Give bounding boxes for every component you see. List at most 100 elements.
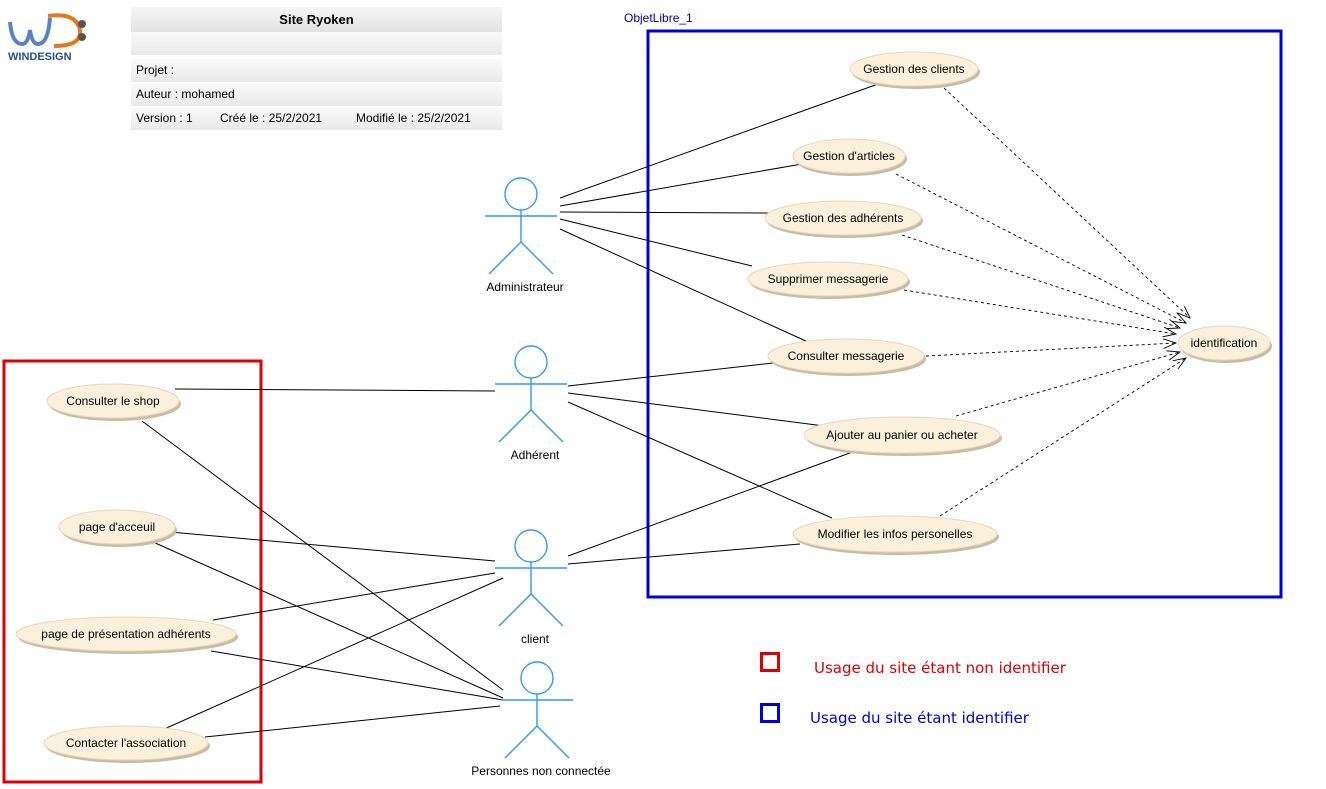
association-line-visitor-ucL1 xyxy=(141,420,504,691)
use-case-label: Ajouter au panier ou acheter xyxy=(826,428,977,442)
association-line-adherent-uc6 xyxy=(567,392,833,428)
association-line-client-ucL3 xyxy=(212,572,496,621)
actor-left-leg xyxy=(498,593,532,627)
use-case-label: identification xyxy=(1191,336,1258,350)
association-line-visitor-ucL2 xyxy=(152,541,504,699)
use-case-label: Gestion d'articles xyxy=(803,149,895,163)
use-case-ellipse xyxy=(58,509,176,545)
actor-visitor[interactable]: Personnes non connectée xyxy=(471,661,611,778)
use-case-uc6[interactable]: Ajouter au panier ou acheter xyxy=(803,416,1002,456)
use-case-ellipse xyxy=(849,51,979,87)
use-case-uc4[interactable]: Supprimer messagerie xyxy=(747,261,910,299)
use-case-label: Supprimer messagerie xyxy=(768,272,889,286)
version-row: Version : 1 Créé le : 25/2/2021 Modifié … xyxy=(131,107,502,130)
use-case-ellipse xyxy=(767,338,925,374)
include-arrow-uc2 xyxy=(895,173,1186,323)
include-arrow-uc7 xyxy=(939,358,1186,517)
legend-swatch-identified xyxy=(760,703,780,723)
use-case-ellipse xyxy=(792,515,998,553)
association-line-visitor-ucL3 xyxy=(210,650,504,701)
association-line-adherent-uc5 xyxy=(567,361,783,387)
windesign-logo-mark: WINDESIGN xyxy=(8,13,86,63)
use-case-ellipse xyxy=(15,616,237,652)
use-case-ellipse xyxy=(1177,325,1271,361)
actor-right-leg xyxy=(530,593,564,627)
actor-label: client xyxy=(521,632,550,646)
use-case-label: Modifier les infos personelles xyxy=(818,527,973,541)
actor-head xyxy=(514,529,548,563)
created-label: Créé le : 25/2/2021 xyxy=(220,111,323,125)
use-case-label: page de présentation adhérents xyxy=(41,627,210,641)
association-line-admin-uc4 xyxy=(559,218,753,267)
projet-label: Projet : xyxy=(136,63,175,77)
actor-left-leg xyxy=(504,725,538,759)
actor-left-leg xyxy=(498,409,532,443)
logo-text: WINDESIGN xyxy=(8,51,72,63)
association-line-client-uc6 xyxy=(567,449,859,557)
legend-swatch-unidentified xyxy=(760,652,780,672)
use-case-label: page d'acceuil xyxy=(79,520,155,534)
frame-title: ObjetLibre_1 xyxy=(624,11,693,25)
actor-client[interactable]: client xyxy=(495,529,567,646)
actor-label: Administrateur xyxy=(486,280,563,294)
windesign-logo: WINDESIGN xyxy=(4,4,88,64)
use-case-uc5[interactable]: Consulter messagerie xyxy=(767,338,926,376)
association-line-client-ucL2 xyxy=(169,531,496,562)
use-case-ucL2[interactable]: page d'acceuil xyxy=(58,509,177,547)
association-line-admin-uc5 xyxy=(559,228,809,343)
include-arrow-uc5 xyxy=(925,343,1176,357)
use-case-label: Consulter messagerie xyxy=(788,349,905,363)
association-line-adherent-ucL1 xyxy=(174,388,496,392)
use-case-uc7[interactable]: Modifier les infos personelles xyxy=(792,515,999,555)
actor-head xyxy=(520,661,554,695)
actor-label: Personnes non connectée xyxy=(471,764,611,778)
use-case-ucL3[interactable]: page de présentation adhérents xyxy=(15,616,238,654)
use-case-label: Gestion des adhérents xyxy=(783,211,904,225)
title-block: Site Ryoken Projet : Auteur : mohamed Ve… xyxy=(131,7,502,130)
use-case-uc3[interactable]: Gestion des adhérents xyxy=(764,200,923,238)
actor-left-leg xyxy=(488,241,522,275)
use-case-label: Consulter le shop xyxy=(66,394,160,408)
include-arrow-uc1 xyxy=(943,87,1190,318)
use-case-label: Contacter l'association xyxy=(66,736,186,750)
auteur-row: Auteur : mohamed xyxy=(131,83,502,106)
include-arrow-uc4 xyxy=(903,289,1176,334)
association-line-admin-uc3 xyxy=(559,211,769,214)
include-arrow-uc6 xyxy=(955,352,1180,417)
legend-label-identified: Usage du site étant identifier xyxy=(810,709,1029,727)
use-case-ellipse xyxy=(792,138,906,174)
use-case-label: Gestion des clients xyxy=(863,62,964,76)
actor-right-leg xyxy=(536,725,570,759)
association-line-client-ucL4 xyxy=(161,577,504,731)
unidentified-usage-frame xyxy=(2,359,263,784)
association-line-visitor-ucL4 xyxy=(204,705,501,738)
use-case-uc2[interactable]: Gestion d'articles xyxy=(792,138,907,176)
include-arrow-uc3 xyxy=(901,234,1180,328)
projet-row: Projet : xyxy=(131,59,502,82)
actor-head xyxy=(504,177,538,211)
use-case-ellipse xyxy=(43,725,209,761)
use-case-ellipse xyxy=(46,383,180,419)
use-case-ucL1[interactable]: Consulter le shop xyxy=(46,383,181,421)
blank-row xyxy=(131,32,502,55)
use-case-ellipse xyxy=(803,416,1001,454)
use-case-ucL4[interactable]: Contacter l'association xyxy=(43,725,210,763)
version-label: Version : 1 xyxy=(136,111,193,125)
legend-label-unidentified: Usage du site étant non identifier xyxy=(814,659,1066,677)
use-case-ellipse xyxy=(764,200,922,236)
use-case-ucid[interactable]: identification xyxy=(1177,325,1272,363)
association-line-adherent-uc7 xyxy=(567,401,833,519)
modified-label: Modifié le : 25/2/2021 xyxy=(356,111,471,125)
association-line-admin-uc1 xyxy=(559,83,879,199)
actor-label: Adhérent xyxy=(511,448,560,462)
actor-head xyxy=(514,345,548,379)
diagram-title: Site Ryoken xyxy=(131,7,502,32)
use-case-uc1[interactable]: Gestion des clients xyxy=(849,51,980,89)
actor-right-leg xyxy=(520,241,554,275)
association-line-admin-uc2 xyxy=(559,163,803,207)
actor-right-leg xyxy=(530,409,564,443)
actor-admin[interactable]: Administrateur xyxy=(485,177,564,294)
association-line-client-uc7 xyxy=(567,543,801,565)
actor-adherent[interactable]: Adhérent xyxy=(495,345,567,462)
